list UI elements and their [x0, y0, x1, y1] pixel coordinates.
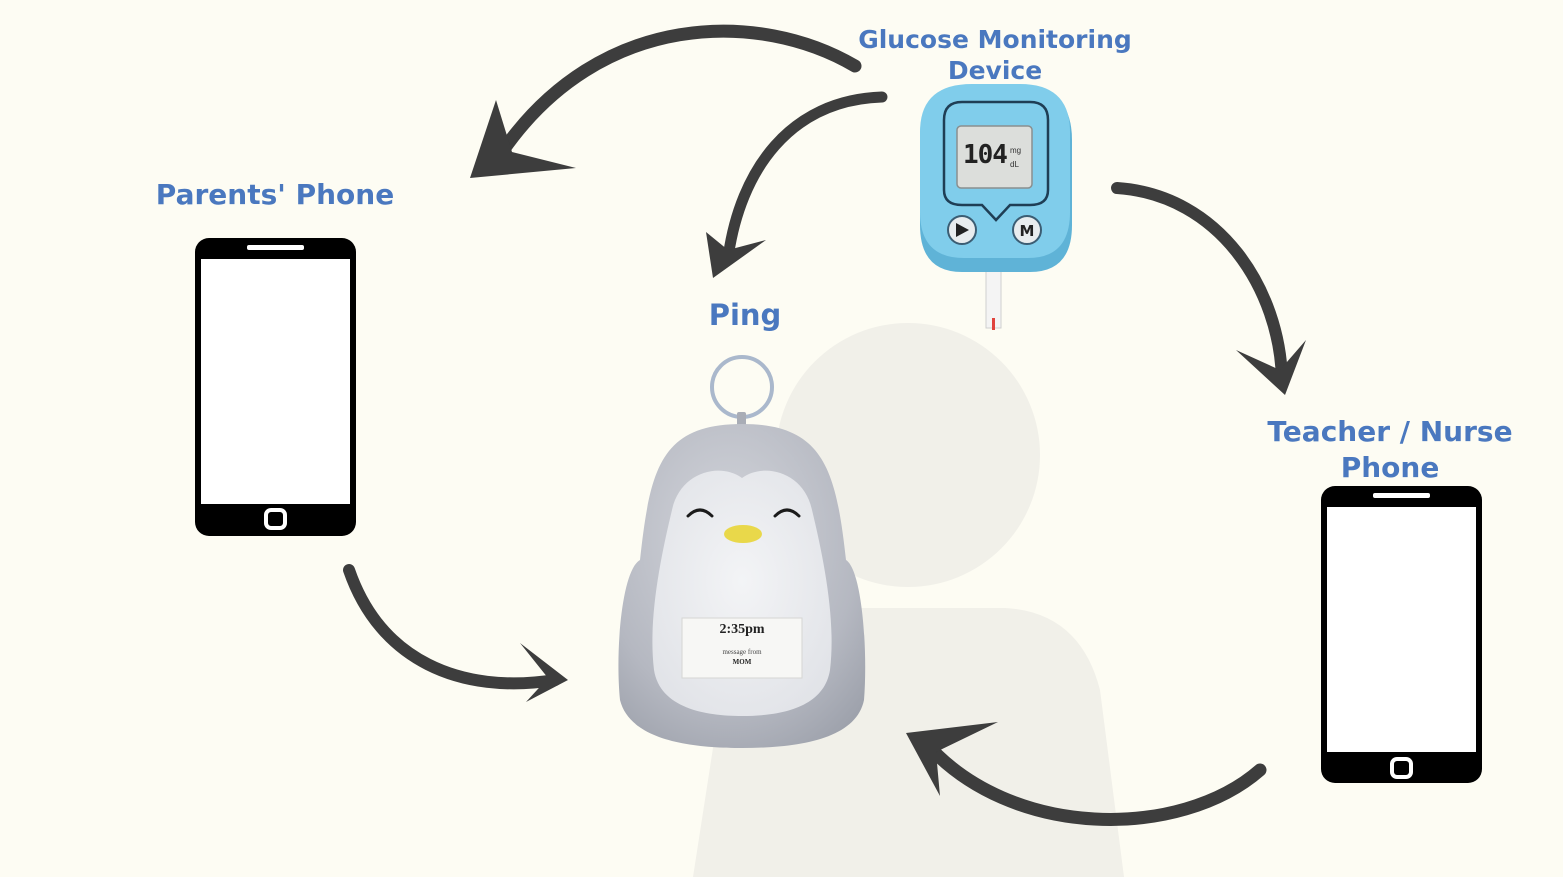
meter-unit-bottom: dL: [1010, 160, 1019, 169]
parents-phone-icon: [195, 238, 356, 536]
arrow-parents-to-ping: [343, 564, 568, 702]
glucose-meter-icon: M: [920, 84, 1072, 330]
arrow-glucose-to-teacher: [1111, 182, 1306, 395]
meter-unit-top: mg: [1010, 146, 1022, 155]
glucose-label-line1: Glucose Monitoring: [858, 25, 1132, 54]
teacher-label-line1: Teacher / Nurse: [1267, 415, 1513, 448]
ping-screen-sender: MOM: [732, 658, 752, 666]
parents-phone-label: Parents' Phone: [155, 178, 395, 211]
ping-label: Ping: [708, 298, 782, 332]
ping-screen-caption: message from: [722, 648, 762, 656]
penguin-device-icon: [618, 355, 866, 748]
teacher-phone-icon: [1321, 486, 1482, 783]
arrow-glucose-to-ping: [706, 91, 888, 278]
meter-reading: 104: [963, 140, 1008, 170]
svg-text:M: M: [1020, 222, 1035, 240]
ping-screen-time: 2:35pm: [719, 622, 765, 637]
teacher-phone-label: Teacher / Nurse Phone: [1250, 414, 1530, 486]
glucose-device-label: Glucose Monitoring Device: [850, 24, 1140, 86]
teacher-label-line2: Phone: [1340, 451, 1440, 484]
arrow-teacher-to-ping: [906, 722, 1267, 826]
glucose-label-line2: Device: [947, 56, 1043, 85]
arrow-glucose-to-parents: [470, 24, 862, 178]
